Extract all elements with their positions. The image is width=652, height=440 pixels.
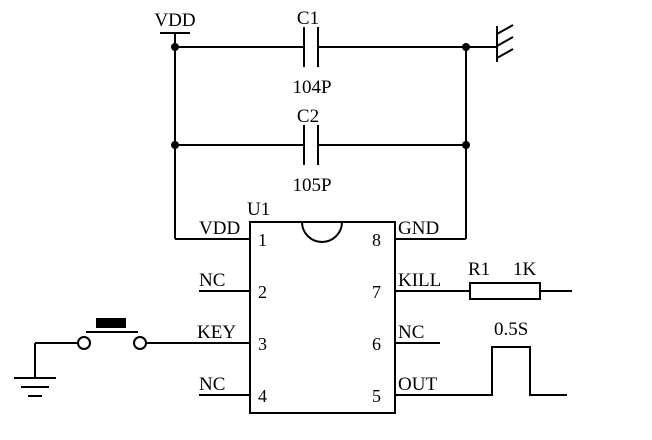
pin8-name-label: GND [398, 218, 439, 239]
capacitor-c1-icon [303, 27, 319, 67]
resistor-r1-body [469, 282, 541, 300]
junction-dot [462, 43, 470, 51]
pulse-duration-label: 0.5S [494, 319, 528, 340]
junction-dot [462, 141, 470, 149]
chassis-ground-icon [496, 24, 514, 62]
c1-value-label: 104P [292, 77, 331, 98]
vdd-label: VDD [154, 10, 195, 31]
ic-body [249, 221, 396, 414]
pin3-name-label: KEY [197, 322, 236, 343]
capacitor-c2-icon [303, 125, 319, 165]
junction-dot [171, 43, 179, 51]
pin8-number: 8 [372, 230, 381, 250]
u1-ref-label: U1 [247, 199, 270, 220]
wire-layer [14, 24, 572, 414]
pin5-number: 5 [372, 386, 381, 406]
pin2-number: 2 [258, 282, 267, 302]
pin4-name-label: NC [199, 374, 225, 395]
junction-dots [171, 43, 470, 149]
pin2-name-label: NC [199, 270, 225, 291]
pin6-name-label: NC [398, 322, 424, 343]
pin1-name-label: VDD [199, 218, 240, 239]
c2-value-label: 105P [292, 175, 331, 196]
ic-notch-icon [301, 221, 343, 243]
r1-ref-label: R1 [468, 259, 490, 280]
pulse-waveform-icon [395, 346, 567, 396]
pin3-number: 3 [258, 334, 267, 354]
earth-ground-icon [14, 377, 56, 397]
pin7-number: 7 [372, 282, 381, 302]
c2-ref-label: C2 [297, 106, 319, 127]
pin7-name-label: KILL [398, 270, 441, 291]
pin4-number: 4 [258, 386, 267, 406]
r1-value-label: 1K [513, 259, 537, 280]
pushbutton-switch-icon [77, 318, 147, 350]
pin1-number: 1 [258, 230, 267, 250]
pin6-number: 6 [372, 334, 381, 354]
junction-dot [171, 141, 179, 149]
c1-ref-label: C1 [297, 8, 319, 29]
pin5-name-label: OUT [398, 374, 437, 395]
